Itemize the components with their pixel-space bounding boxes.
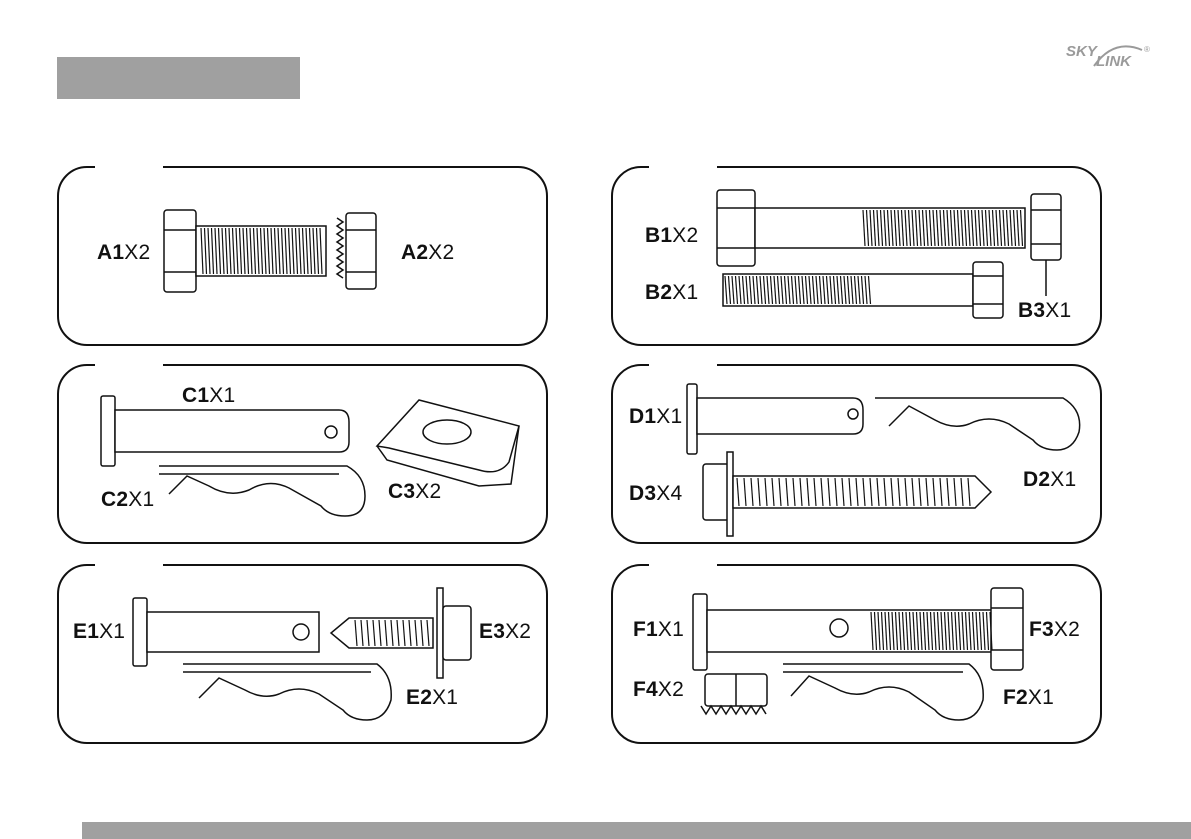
part-label-a1: A1X2 xyxy=(97,241,150,265)
header-title-bar xyxy=(57,57,300,99)
part-label-c2: C2X1 xyxy=(101,488,154,512)
part-label-c1: C1X1 xyxy=(182,384,235,408)
panel-c: C1X1 C2X1 C3X2 xyxy=(57,364,548,544)
part-label-a2: A2X2 xyxy=(401,241,454,265)
panel-e: E1X1 E2X1 E3X2 xyxy=(57,564,548,744)
logo-text-sky: SKY xyxy=(1066,43,1099,60)
part-label-b3: B3X1 xyxy=(1018,299,1071,323)
footer-bar xyxy=(82,822,1191,839)
logo-text-link: LINK xyxy=(1096,53,1132,70)
part-label-b2: B2X1 xyxy=(645,281,698,305)
part-label-d1: D1X1 xyxy=(629,405,682,429)
part-label-c3: C3X2 xyxy=(388,480,441,504)
part-label-d3: D3X4 xyxy=(629,482,682,506)
part-label-d2: D2X1 xyxy=(1023,468,1076,492)
part-label-e1: E1X1 xyxy=(73,620,125,644)
part-label-f4: F4X2 xyxy=(633,678,684,702)
panel-d: D1X1 D2X1 D3X4 xyxy=(611,364,1102,544)
part-label-e3: E3X2 xyxy=(479,620,531,644)
panel-b: B1X2 B2X1 B3X1 xyxy=(611,166,1102,346)
part-label-f3: F3X2 xyxy=(1029,618,1080,642)
panel-f: F1X1 F2X1 F3X2 F4X2 xyxy=(611,564,1102,744)
panel-a: A1X2 A2X2 xyxy=(57,166,548,346)
pin-clip-lag-screw-illustration xyxy=(613,366,1104,546)
logo-registered-mark: ® xyxy=(1144,45,1150,54)
part-label-b1: B1X2 xyxy=(645,224,698,248)
clevis-pin-clip-bracket-illustration xyxy=(59,366,550,546)
pin-clip-bolt-nut-illustration xyxy=(613,566,1104,746)
part-label-f1: F1X1 xyxy=(633,618,684,642)
part-label-f2: F2X1 xyxy=(1003,686,1054,710)
part-label-e2: E2X1 xyxy=(406,686,458,710)
pin-clip-screw-illustration xyxy=(59,566,550,746)
skylink-logo: SKY LINK ® xyxy=(1062,36,1154,76)
